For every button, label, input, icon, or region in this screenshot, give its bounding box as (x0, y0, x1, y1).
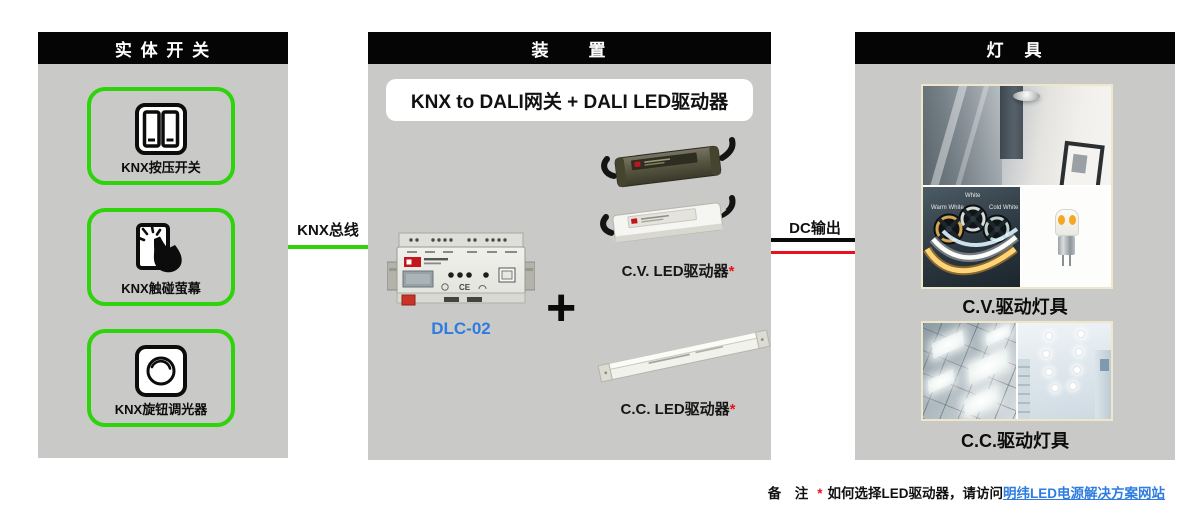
cv-room-photo (923, 86, 1111, 185)
device-panel-title: 装 置 (368, 32, 771, 64)
luminaire-panel: 灯 具 (855, 32, 1175, 460)
led-solution-link[interactable]: 明纬LED电源解决方案网站 (1003, 486, 1165, 501)
downlight-photo (1018, 323, 1111, 419)
cv-luminaire-label: C.V.驱动灯具 (962, 297, 1068, 317)
cc-luminaire-photos (921, 321, 1113, 421)
cv-luminaire-photos: Warm White White Cold White (921, 84, 1113, 289)
cc-driver-asterisk: * (729, 401, 736, 418)
solution-banner: KNX to DALI网关 + DALI LED驱动器 (386, 79, 753, 121)
ce-marking: CE (459, 283, 471, 292)
knx-push-switch-label: KNX按压开关 (121, 160, 201, 175)
dc-output-line-red (771, 251, 856, 254)
cold-white-label: Cold White (989, 205, 1019, 211)
footnote-asterisk: * (817, 486, 823, 501)
cv-driver-label: C.V. LED驱动器* (621, 263, 735, 280)
panel-light-photo (923, 323, 1016, 419)
led-strip-photo: Warm White White Cold White (923, 187, 1020, 287)
knx-bus-line (288, 245, 368, 249)
physical-switch-panel: 实 体 开 关 KNX按压开关 (38, 32, 288, 458)
picture-frame (1058, 140, 1105, 185)
ceiling-light (1013, 90, 1041, 101)
white-label: White (965, 193, 981, 199)
cv-driver-asterisk: * (728, 263, 735, 280)
physical-switch-panel-title: 实 体 开 关 (38, 32, 288, 64)
dc-output-line-black (771, 238, 856, 242)
plus-sign: + (546, 279, 577, 337)
knx-bus-label: KNX总线 (297, 222, 359, 239)
cc-led-driver-image (590, 315, 780, 397)
footnote: 备 注 * 如何选择LED驱动器，请访问 明纬LED电源解决方案网站 (768, 482, 1165, 502)
cv-led-driver-dark-image (598, 136, 738, 200)
knx-rotary-dimmer-item: KNX旋钮调光器 (87, 329, 235, 427)
footnote-text: 如何选择LED驱动器，请访问 (827, 486, 1004, 501)
cc-luminaire-label: C.C.驱动灯具 (961, 431, 1069, 451)
knx-touch-screen-item: KNX触碰萤幕 (87, 208, 235, 306)
warm-white-label: Warm White (931, 205, 964, 211)
dlc-02-gateway-image: CE (386, 230, 536, 317)
knx-rotary-dimmer-label: KNX旋钮调光器 (114, 402, 208, 417)
knx-push-switch-item: KNX按压开关 (87, 87, 235, 185)
luminaire-panel-title: 灯 具 (855, 32, 1175, 64)
touch-screen-icon (130, 212, 192, 282)
footnote-prefix: 备 注 (767, 486, 809, 501)
device-panel: 装 置 KNX to DALI网关 + DALI LED驱动器 (368, 32, 771, 460)
dc-output-label: DC输出 (789, 220, 841, 237)
rotary-dimmer-icon (134, 333, 188, 403)
rocker-switch-icon (134, 91, 188, 161)
gateway-model-label: DLC-02 (431, 319, 491, 338)
cv-led-driver-white-image (596, 195, 740, 255)
knx-touch-screen-label: KNX触碰萤幕 (121, 281, 201, 296)
g4-bulb-photo (1022, 187, 1111, 287)
cc-driver-label: C.C. LED驱动器* (620, 401, 736, 418)
